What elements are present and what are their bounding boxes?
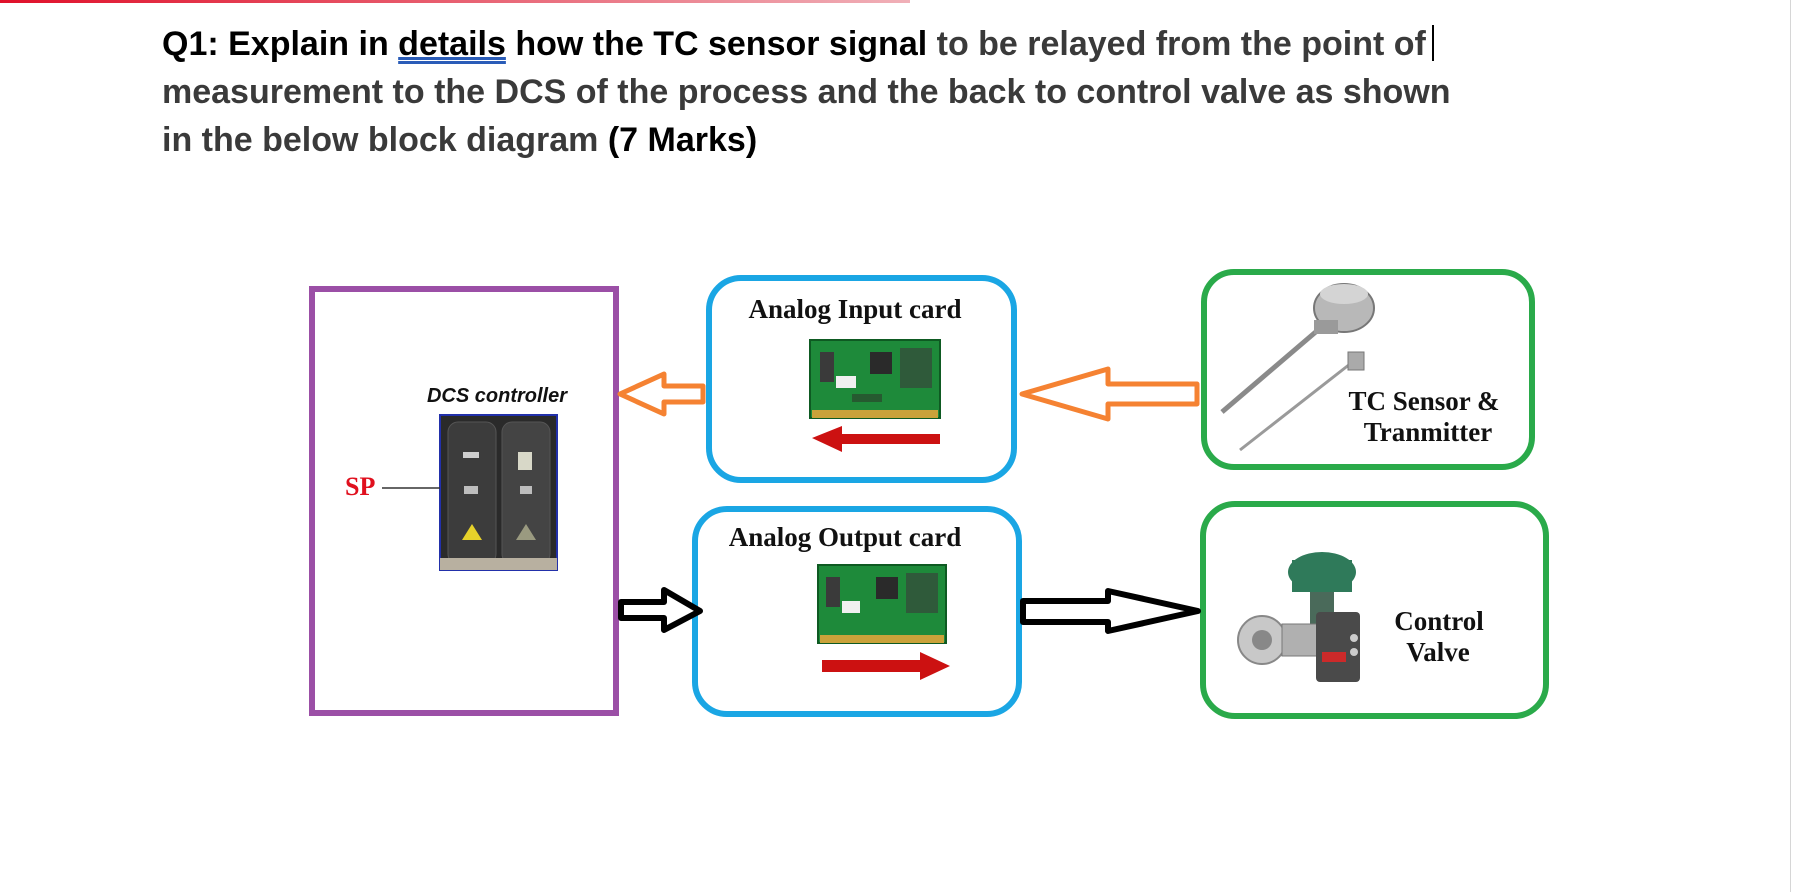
text-cursor xyxy=(1431,25,1434,61)
input-signal-arrow xyxy=(812,426,940,452)
analog-output-card-image xyxy=(817,564,947,644)
question-marks: (7 Marks) xyxy=(607,121,758,159)
question-text: Q1: Explain in details how the TC sensor… xyxy=(162,20,1582,164)
arrow-ao-to-valve xyxy=(1020,588,1201,634)
tc-label-line1: TC Sensor & xyxy=(1348,386,1499,416)
cv-label-line1: Control xyxy=(1394,606,1484,636)
top-accent-line xyxy=(0,0,910,3)
tc-sensor-box xyxy=(1201,269,1535,470)
analog-output-label: Analog Output card xyxy=(729,522,962,552)
arrow-dcs-to-ao xyxy=(618,587,703,633)
cv-label-line2: Valve xyxy=(1406,637,1470,667)
sp-label: SP xyxy=(345,472,375,501)
question-line2: measurement to the DCS of the process an… xyxy=(162,73,1451,111)
analog-input-label: Analog Input card xyxy=(748,294,961,324)
tc-sensor-image xyxy=(1220,283,1375,452)
arrow-ai-to-dcs xyxy=(617,371,706,417)
question-rest: to be relayed from the point of xyxy=(927,25,1426,63)
dcs-label: DCS controller xyxy=(427,385,568,407)
question-prefix: Q1: Explain in xyxy=(162,25,399,63)
tc-label-line2: Tranmitter xyxy=(1364,417,1492,447)
arrow-tc-to-ai xyxy=(1019,366,1200,422)
control-valve-image xyxy=(1237,552,1360,682)
output-signal-arrow xyxy=(822,652,950,680)
page-edge-line xyxy=(1790,0,1791,892)
control-valve-box xyxy=(1200,501,1549,719)
underlined-word: details xyxy=(398,25,506,63)
analog-input-card-image xyxy=(809,339,941,419)
question-middle: how the TC sensor signal xyxy=(505,25,928,63)
question-line3: in the below block diagram xyxy=(162,121,608,159)
dcs-controller-image xyxy=(439,414,558,571)
